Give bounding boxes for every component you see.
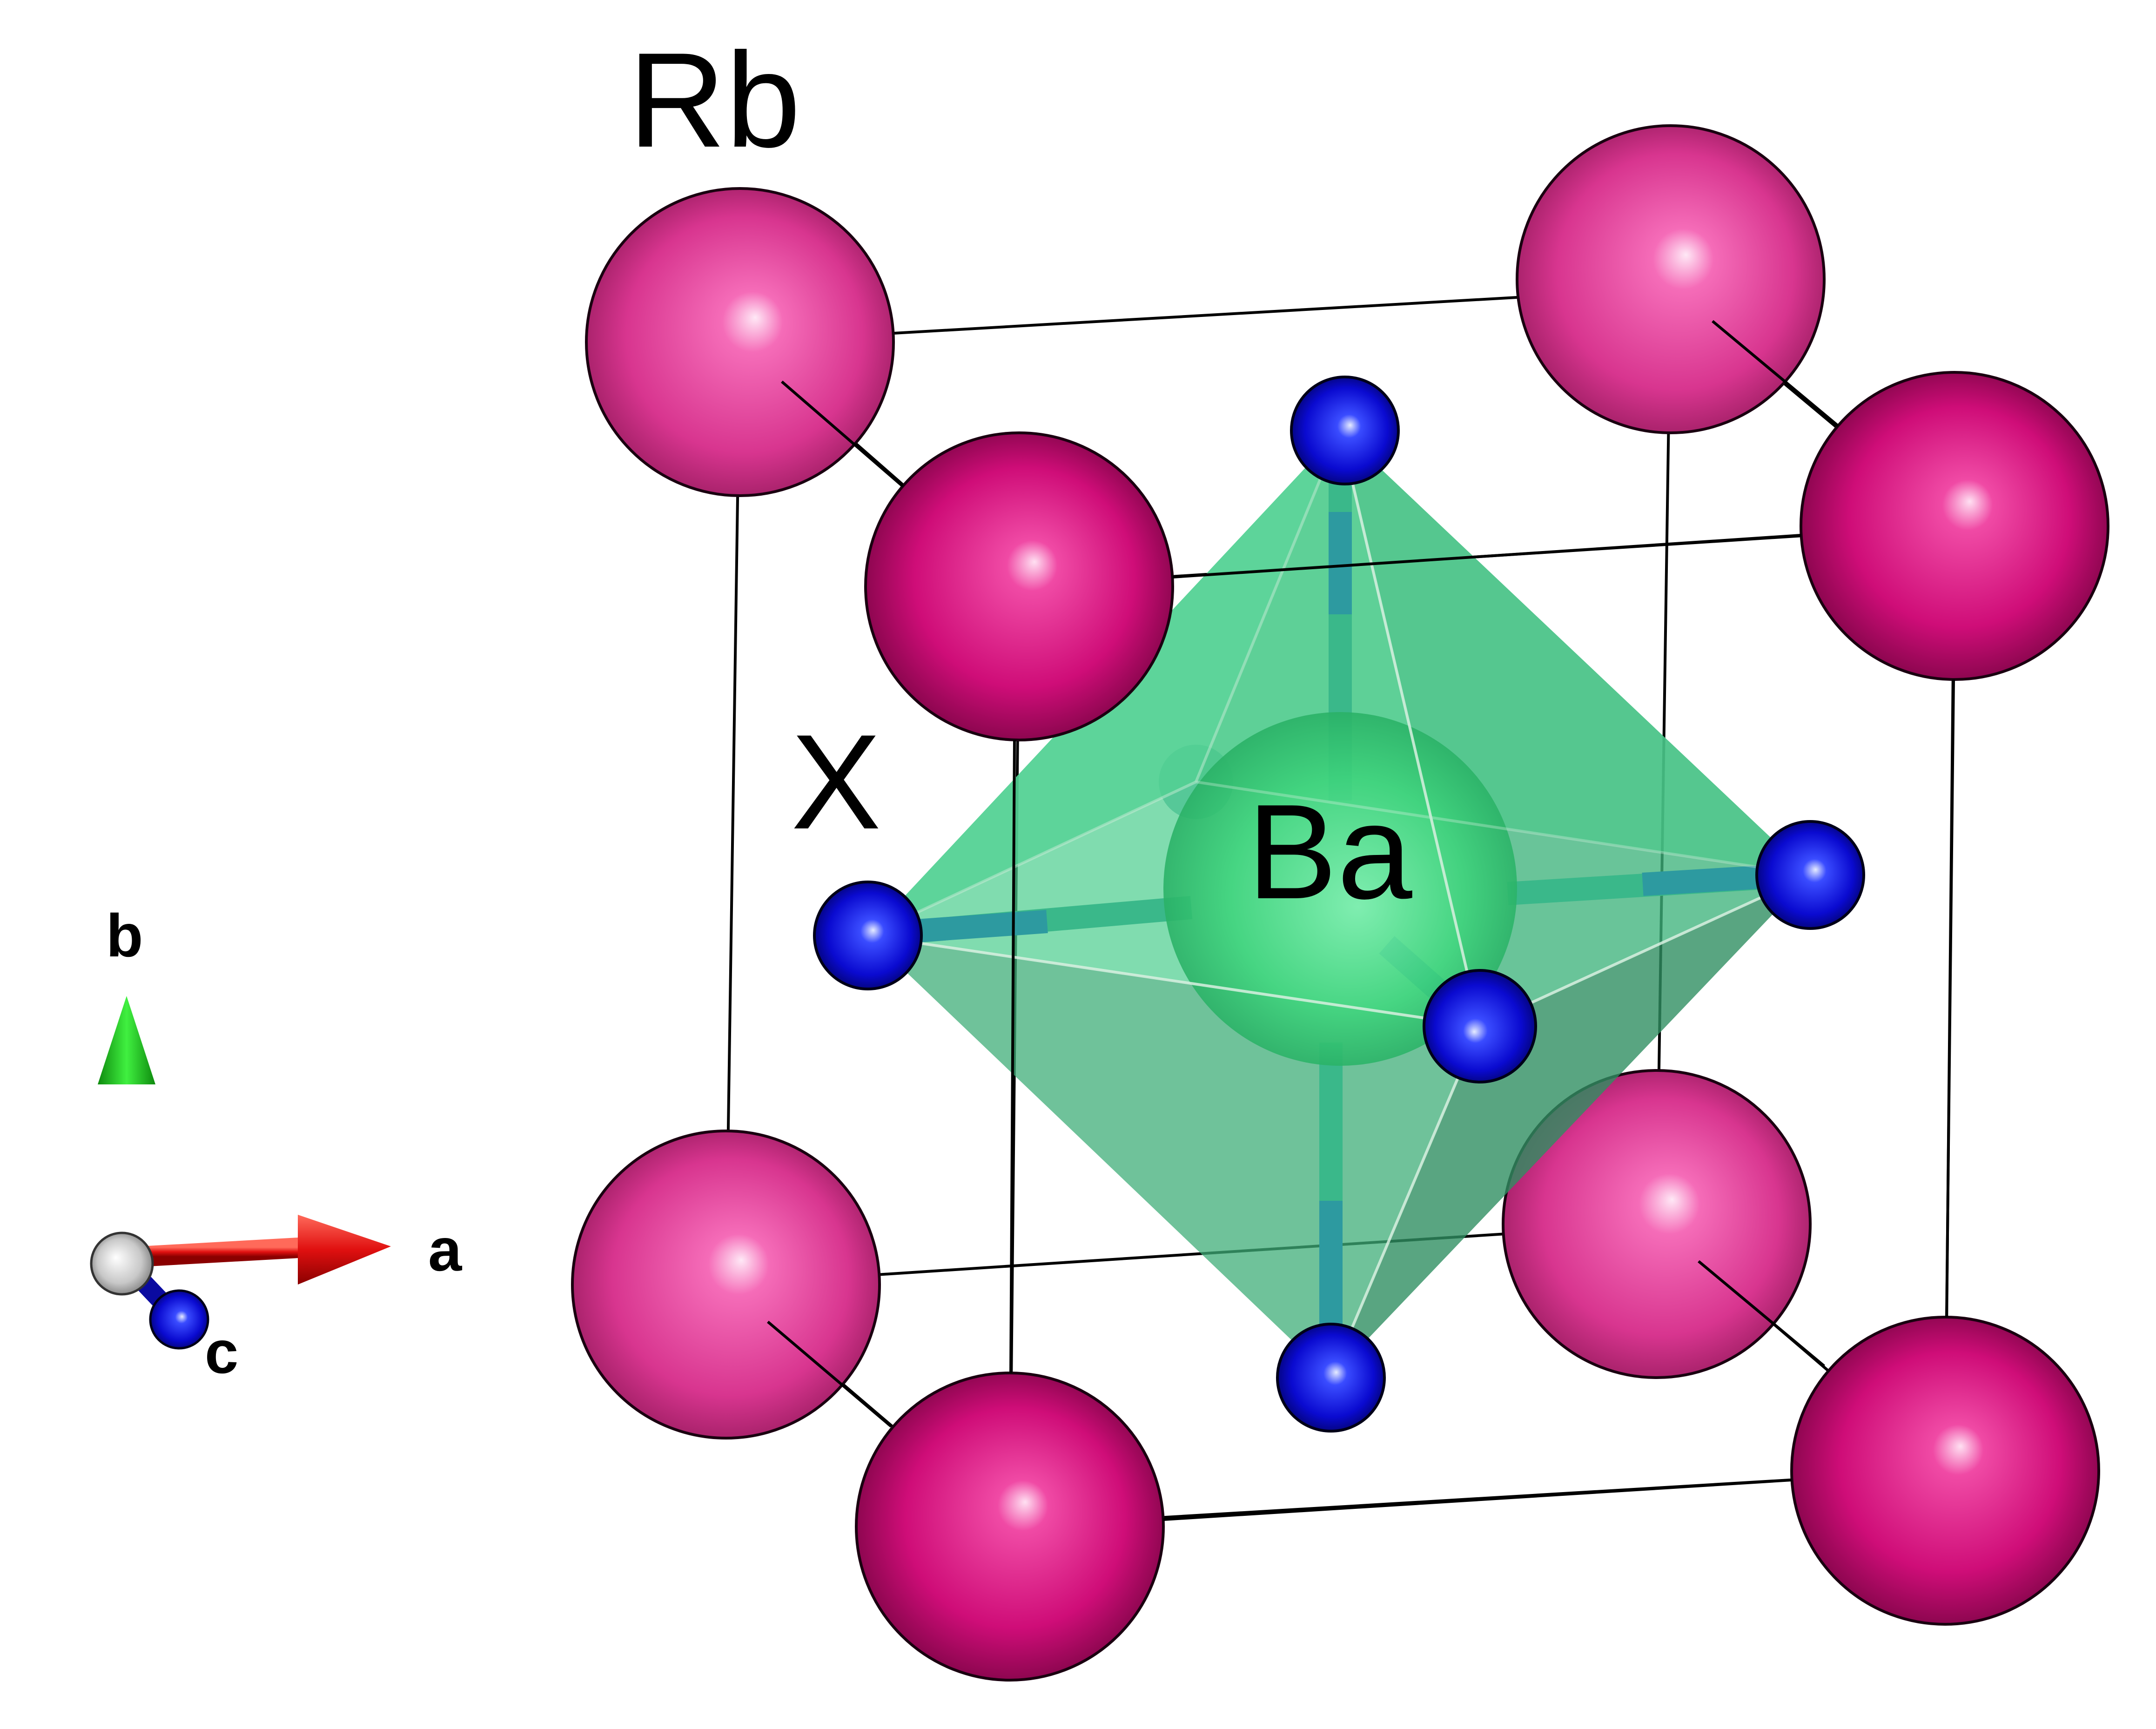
x-atom [1290, 376, 1400, 485]
rb-atom [1800, 371, 2109, 681]
ba-atom [1163, 712, 1517, 1066]
rb-atom [855, 1372, 1165, 1682]
octahedron [866, 430, 1811, 1379]
rb-atom [1502, 1069, 1812, 1379]
rb-atom [1516, 124, 1826, 434]
rb-atom [1790, 1316, 2100, 1626]
x-atom [1423, 969, 1537, 1083]
ba-label: Ba [1247, 776, 1413, 927]
c-axis-label: c [205, 1318, 238, 1386]
rb-atom [864, 431, 1174, 741]
rb-atom [571, 1130, 881, 1440]
cell-edge [725, 342, 741, 1285]
x-atom [1755, 820, 1865, 930]
b-axis-arrowhead [98, 996, 155, 1084]
axis-indicator: b a c [90, 902, 463, 1386]
x-label: X [791, 706, 881, 857]
octahedron-edges [867, 430, 1811, 1379]
rb-label: Rb [628, 25, 801, 175]
rb-atom [585, 187, 895, 497]
x-atom [813, 881, 923, 990]
x-atom [1276, 1323, 1386, 1433]
a-axis-arrowhead [298, 1215, 391, 1285]
a-axis-label: a [428, 1216, 463, 1284]
b-axis-label: b [106, 902, 143, 969]
octahedron-face [1331, 875, 1810, 1378]
cell-edge [725, 1223, 1657, 1286]
c-axis-head [149, 1289, 209, 1350]
front-cell-edges [767, 320, 1955, 1521]
origin-sphere [90, 1231, 154, 1296]
cell-edge [739, 287, 1671, 343]
a-axis-shaft [139, 1237, 308, 1267]
